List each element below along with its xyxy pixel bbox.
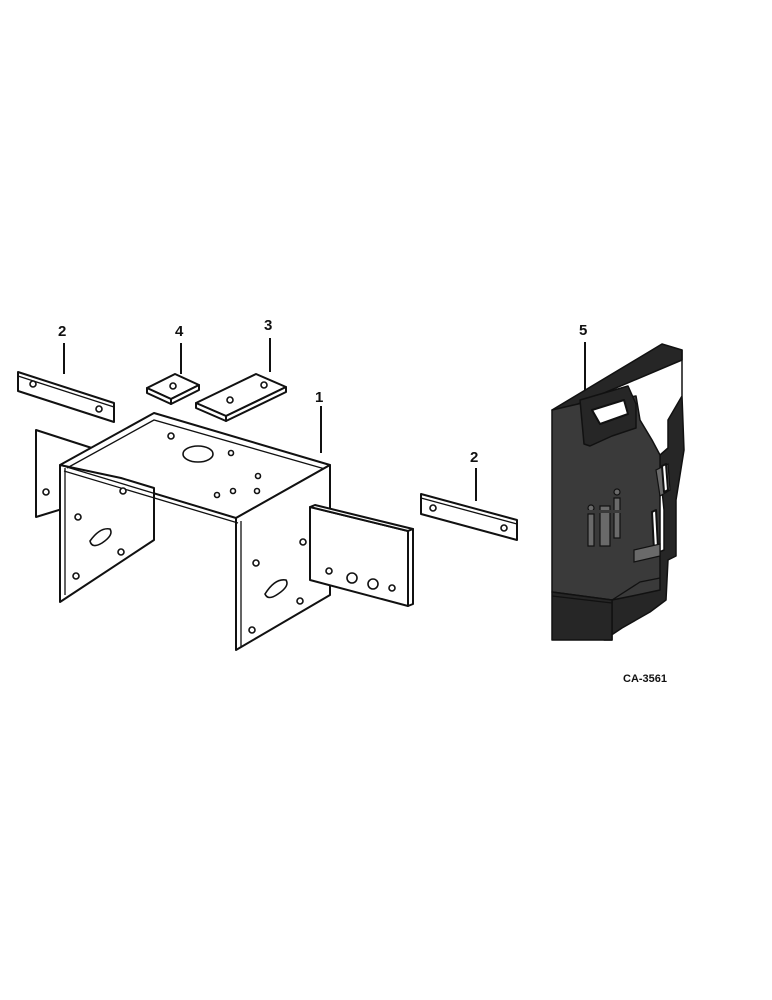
part-3-plate	[195, 373, 287, 422]
leader-lines	[63, 338, 586, 501]
bracket-side-plate-right	[309, 504, 414, 607]
callout-2-right: 2	[470, 449, 478, 466]
part-5-weight	[551, 343, 685, 641]
callout-1: 1	[315, 389, 323, 406]
callout-2-left: 2	[58, 323, 66, 340]
part-1-bracket	[35, 412, 331, 651]
callout-5: 5	[579, 322, 587, 339]
callout-4: 4	[175, 323, 184, 340]
part-2-plate-left	[17, 371, 115, 423]
part-2-plate-right	[420, 493, 518, 541]
part-4-plate	[146, 373, 200, 405]
figure-code: CA-3561	[623, 673, 667, 685]
callout-3: 3	[264, 317, 272, 334]
ih-logo	[586, 488, 622, 547]
